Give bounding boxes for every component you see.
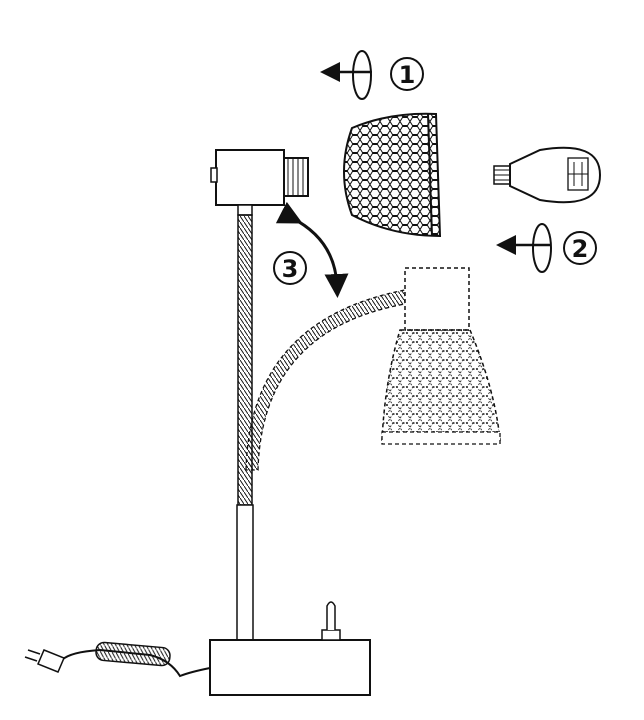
step-3-badge [273, 251, 307, 285]
curved-double-arrow-icon [275, 201, 349, 298]
rotation-icon [532, 223, 552, 273]
rotation-icon [352, 50, 372, 100]
step-3-label: 3 [282, 255, 299, 283]
step-2-label: 2 [572, 235, 589, 263]
step-3-group: 3 [273, 201, 349, 298]
gooseneck-arm [236, 214, 254, 641]
bent-lamp-position [245, 267, 501, 471]
step-1-label: 1 [399, 61, 416, 89]
toggle-switch-icon [326, 601, 336, 630]
step-2-badge [563, 231, 597, 265]
step-1-badge [390, 57, 424, 91]
lamp-base [209, 601, 371, 696]
step-1-group: 1 [320, 50, 424, 100]
power-cord [24, 641, 211, 678]
light-bulb-icon [493, 146, 602, 204]
plug-icon [37, 649, 65, 673]
step-2-group: 2 [496, 223, 597, 273]
lamp-head-socket [210, 149, 309, 216]
lamp-shade [343, 112, 442, 238]
